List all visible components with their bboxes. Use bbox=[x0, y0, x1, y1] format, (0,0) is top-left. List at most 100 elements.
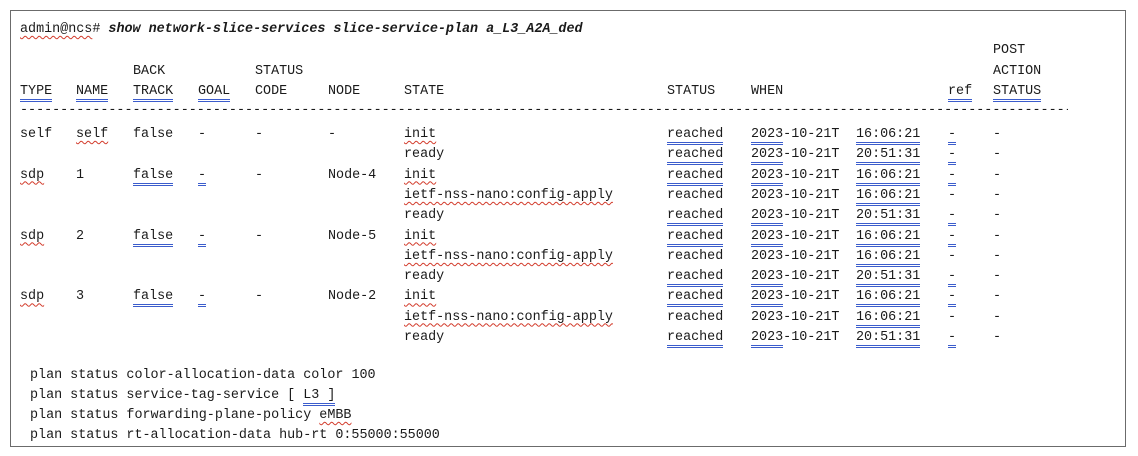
cell-ref: - bbox=[948, 187, 957, 203]
cell-status: reached bbox=[667, 269, 724, 288]
cell-type: sdp bbox=[20, 289, 45, 305]
header-type: TYPE bbox=[20, 84, 53, 102]
cell-when-date: 2023-10-21T bbox=[751, 147, 839, 166]
cell-when-date: 2023-10-21T bbox=[751, 208, 839, 227]
cell-ref: - bbox=[948, 167, 957, 186]
cell-ref: - bbox=[948, 309, 957, 325]
cell-status: reached bbox=[667, 228, 724, 247]
cell-when-time: 16:06:21 bbox=[856, 127, 921, 145]
cell-post: - bbox=[993, 167, 1002, 183]
header-separator: ----------------------------------------… bbox=[20, 103, 1068, 118]
cell-ref: - bbox=[948, 147, 957, 166]
cell-status: reached bbox=[667, 208, 724, 227]
cell-state: init bbox=[404, 289, 437, 305]
cell-status-code: - bbox=[255, 167, 264, 183]
cell-when-time: 20:51:31 bbox=[856, 269, 921, 288]
plan-status-service-tag: plan status service-tag-service [ L3 ] bbox=[30, 388, 336, 406]
cell-node: - bbox=[328, 127, 337, 142]
cell-status: reached bbox=[667, 127, 724, 145]
header-back-track: TRACK bbox=[133, 84, 174, 102]
cell-when-time: 16:06:21 bbox=[856, 289, 921, 308]
cell-when-date: 2023-10-21T bbox=[751, 127, 839, 145]
header-node: NODE bbox=[328, 84, 361, 99]
cell-state: ready bbox=[404, 269, 445, 285]
cell-goal: - bbox=[198, 127, 207, 142]
cell-when-date: 2023-10-21T bbox=[751, 248, 840, 264]
cell-node: Node-4 bbox=[328, 167, 377, 183]
cell-state: ready bbox=[404, 330, 445, 345]
cell-type: sdp bbox=[20, 228, 45, 244]
header-state: STATE bbox=[404, 84, 445, 99]
cell-when-date: 2023-10-21T bbox=[751, 309, 840, 325]
cell-when-date: 2023-10-21T bbox=[751, 167, 839, 186]
cell-node: Node-2 bbox=[328, 289, 377, 305]
cell-post: - bbox=[993, 330, 1002, 345]
cell-state: init bbox=[404, 167, 437, 183]
cell-back-track: false bbox=[133, 228, 174, 247]
cell-status: reached bbox=[667, 167, 724, 186]
plan-status-forwarding: plan status forwarding-plane-policy eMBB bbox=[30, 408, 352, 423]
cell-ref: - bbox=[948, 269, 957, 288]
cell-when-time: 16:06:21 bbox=[856, 309, 921, 328]
cell-post: - bbox=[993, 187, 1002, 203]
cell-when-time: 20:51:31 bbox=[856, 330, 921, 348]
cell-when-time: 16:06:21 bbox=[856, 228, 921, 247]
cell-status: reached bbox=[667, 309, 724, 325]
cell-when-time: 20:51:31 bbox=[856, 147, 921, 166]
cell-post: - bbox=[993, 228, 1002, 244]
header-post-action-status: STATUS bbox=[993, 84, 1042, 102]
cell-when-time: 16:06:21 bbox=[856, 248, 921, 267]
cell-back-track: false bbox=[133, 167, 174, 186]
cell-post: - bbox=[993, 269, 1002, 285]
cell-back-track: false bbox=[133, 289, 174, 308]
cell-ref: - bbox=[948, 248, 957, 264]
terminal-output-frame: admin@ncs# show network-slice-services s… bbox=[10, 10, 1126, 447]
cell-ref: - bbox=[948, 330, 957, 348]
plan-status-color: plan status color-allocation-data color … bbox=[30, 368, 376, 383]
cell-state: init bbox=[404, 228, 437, 244]
cell-when-time: 16:06:21 bbox=[856, 187, 921, 206]
cell-ref: - bbox=[948, 228, 957, 247]
cell-state: ready bbox=[404, 208, 445, 224]
cell-goal: - bbox=[198, 167, 207, 186]
header-back-line1: BACK bbox=[133, 64, 166, 79]
cell-back-track: false bbox=[133, 127, 174, 142]
cell-state: ietf-nss-nano:config-apply bbox=[404, 248, 613, 264]
cell-ref: - bbox=[948, 289, 957, 308]
header-status: STATUS bbox=[667, 84, 716, 99]
header-name: NAME bbox=[76, 84, 109, 102]
header-status-code-line1: STATUS bbox=[255, 64, 304, 79]
cell-status-code: - bbox=[255, 228, 264, 244]
cell-status: reached bbox=[667, 330, 724, 348]
cell-goal: - bbox=[198, 289, 207, 308]
header-when: WHEN bbox=[751, 84, 784, 99]
cell-when-date: 2023-10-21T bbox=[751, 330, 839, 348]
cell-state: ietf-nss-nano:config-apply bbox=[404, 309, 613, 325]
cell-ref: - bbox=[948, 127, 957, 145]
cell-post: - bbox=[993, 309, 1002, 325]
cell-name: 3 bbox=[76, 289, 85, 305]
prompt-user: admin@ncs bbox=[20, 22, 93, 37]
cell-name: self bbox=[76, 127, 109, 142]
header-post-line1: POST bbox=[993, 43, 1026, 58]
cell-node: Node-5 bbox=[328, 228, 377, 244]
cell-post: - bbox=[993, 208, 1002, 224]
prompt-symbol: # bbox=[92, 22, 101, 37]
cell-state: ietf-nss-nano:config-apply bbox=[404, 187, 613, 203]
cell-state: ready bbox=[404, 147, 445, 163]
cell-status: reached bbox=[667, 187, 724, 203]
header-ref: ref bbox=[948, 84, 973, 102]
cell-status: reached bbox=[667, 147, 724, 166]
cell-when-date: 2023-10-21T bbox=[751, 269, 839, 288]
header-goal: GOAL bbox=[198, 84, 231, 102]
cell-post: - bbox=[993, 147, 1002, 163]
cell-post: - bbox=[993, 289, 1002, 305]
command-text: show network-slice-services slice-servic… bbox=[108, 22, 583, 37]
cell-name: 2 bbox=[76, 228, 85, 244]
cell-goal: - bbox=[198, 228, 207, 247]
cell-post: - bbox=[993, 248, 1002, 264]
cell-when-date: 2023-10-21T bbox=[751, 187, 840, 203]
header-post-line2: ACTION bbox=[993, 64, 1042, 79]
cell-ref: - bbox=[948, 208, 957, 227]
cell-when-date: 2023-10-21T bbox=[751, 289, 839, 308]
